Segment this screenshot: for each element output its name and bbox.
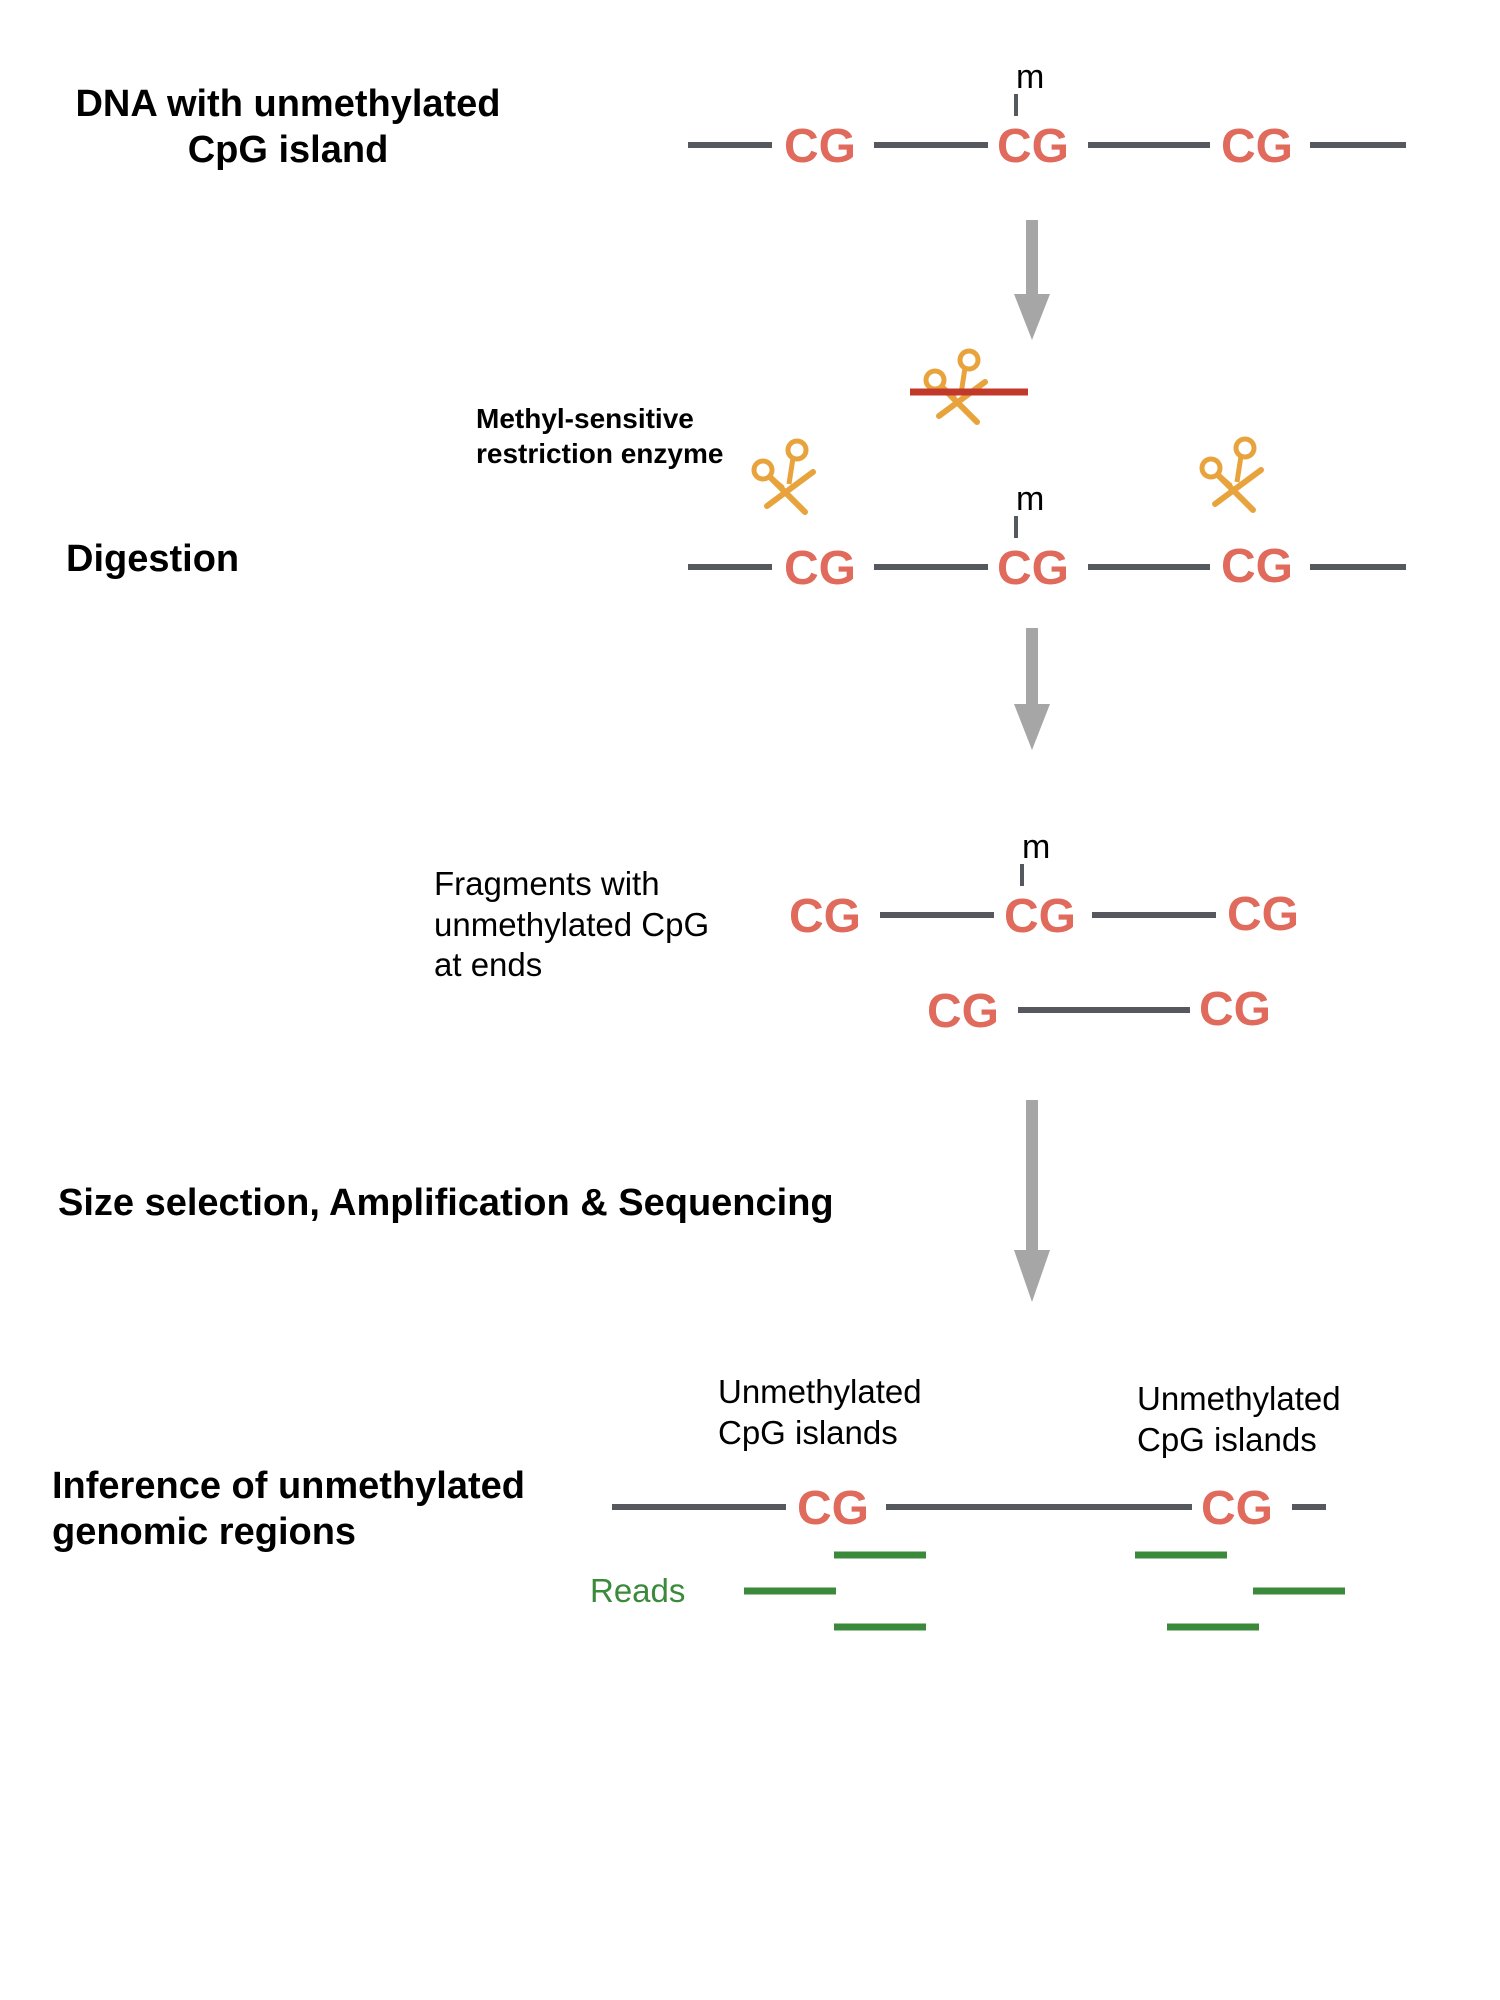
methyl-mark: m bbox=[1016, 58, 1044, 96]
step-5-label-line1: Inference of unmethylated bbox=[52, 1465, 525, 1507]
methyl-mark: m bbox=[1016, 480, 1044, 518]
reads-label: Reads bbox=[590, 1572, 685, 1609]
step-1-label-line1: DNA with unmethylated bbox=[75, 83, 500, 125]
cg-site-methylated: CG bbox=[1004, 890, 1076, 943]
cg-site: CG bbox=[1199, 983, 1271, 1036]
cg-site-3: CG bbox=[1221, 540, 1293, 593]
dna-strand-2: CG CG CG m bbox=[688, 480, 1406, 595]
fragment-short: CG CG bbox=[927, 983, 1271, 1038]
cg-island-right: CG bbox=[1201, 1482, 1273, 1535]
step-4-label: Size selection, Amplification & Sequenci… bbox=[58, 1182, 834, 1224]
island-right-label-line2: CpG islands bbox=[1137, 1421, 1317, 1458]
island-left-label-line1: Unmethylated bbox=[718, 1373, 922, 1410]
sequencing-reads bbox=[744, 1551, 1345, 1631]
down-arrow-icon bbox=[1014, 220, 1050, 340]
fragment-long: CG CG CG m bbox=[789, 828, 1299, 943]
cg-island-left: CG bbox=[797, 1482, 869, 1535]
step-3-label-line3: at ends bbox=[434, 946, 542, 983]
step-1-label-line2: CpG island bbox=[188, 129, 389, 171]
cg-site-3: CG bbox=[1221, 120, 1293, 173]
scissors-icon bbox=[754, 441, 813, 512]
cg-site: CG bbox=[789, 890, 861, 943]
step-5-group: Inference of unmethylated genomic region… bbox=[52, 1373, 1345, 1631]
scissors-icon bbox=[1202, 439, 1261, 510]
down-arrow-icon bbox=[1014, 628, 1050, 750]
cg-site: CG bbox=[1227, 888, 1299, 941]
cg-site-2-methylated: CG bbox=[997, 120, 1069, 173]
step-2-label: Digestion bbox=[66, 538, 239, 580]
step-3-group: Fragments with unmethylated CpG at ends … bbox=[434, 828, 1299, 1038]
blocked-cut-line bbox=[910, 351, 1028, 422]
step-3-label-line2: unmethylated CpG bbox=[434, 906, 709, 943]
step-3-label-line1: Fragments with bbox=[434, 865, 660, 902]
island-left-label-line2: CpG islands bbox=[718, 1414, 898, 1451]
cg-site: CG bbox=[927, 985, 999, 1038]
cg-site-1: CG bbox=[784, 120, 856, 173]
down-arrow-icon bbox=[1014, 1100, 1050, 1302]
step-5-label-line2: genomic regions bbox=[52, 1511, 356, 1553]
step-2-group: Methyl-sensitive restriction enzyme Dige… bbox=[66, 351, 1406, 595]
genomic-strand: CG CG bbox=[612, 1482, 1326, 1535]
enzyme-label-line2: restriction enzyme bbox=[476, 438, 723, 469]
dna-strand-1: CG CG CG m bbox=[688, 58, 1406, 173]
cg-site-2-methylated: CG bbox=[997, 542, 1069, 595]
step-4-group: Size selection, Amplification & Sequenci… bbox=[58, 1182, 834, 1224]
methyl-mark: m bbox=[1022, 828, 1050, 866]
scissors-icon bbox=[926, 351, 985, 422]
enzyme-label-line1: Methyl-sensitive bbox=[476, 403, 694, 434]
island-right-label-line1: Unmethylated bbox=[1137, 1380, 1341, 1417]
cg-site-1: CG bbox=[784, 542, 856, 595]
step-1-group: DNA with unmethylated CpG island CG CG C… bbox=[75, 58, 1406, 173]
